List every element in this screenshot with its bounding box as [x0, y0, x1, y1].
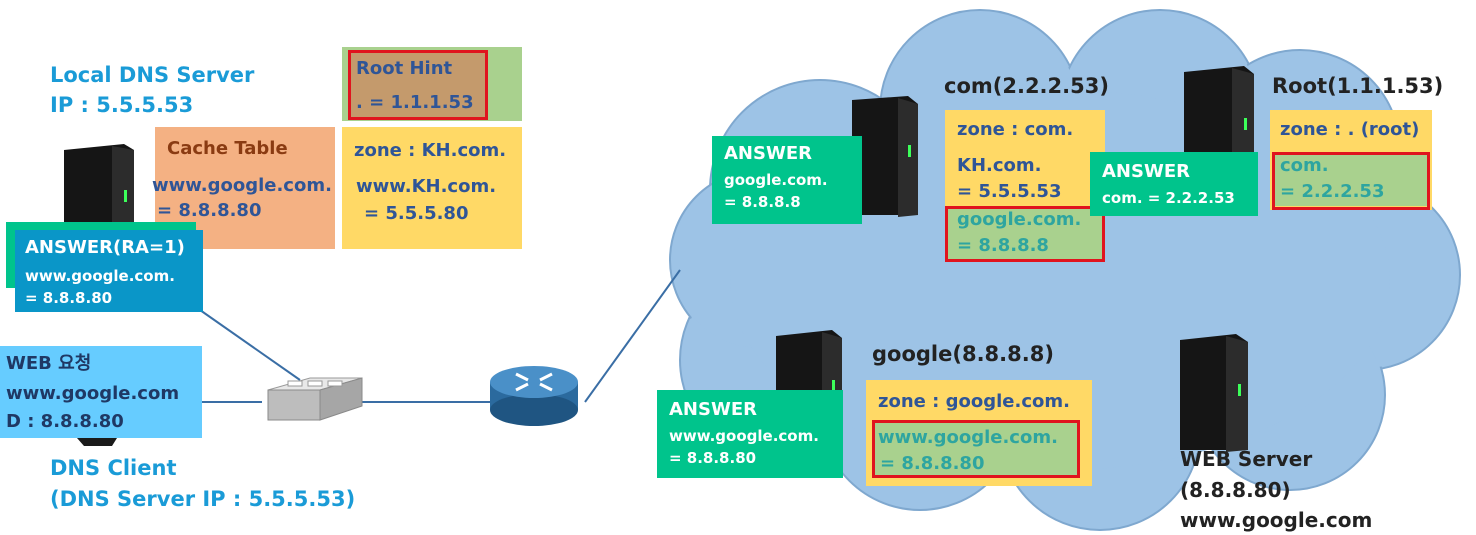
kh-zone-record-value: = 5.5.5.80	[364, 203, 469, 224]
root-record-name: com.	[1280, 155, 1329, 176]
root-hint-value: . = 1.1.1.53	[356, 92, 474, 113]
web-server-icon	[1180, 334, 1248, 452]
com-record-kh-value: = 5.5.5.53	[957, 181, 1062, 202]
root-answer-box: ANSWER com. = 2.2.2.53	[1090, 152, 1258, 216]
google-answer-value: = 8.8.8.80	[669, 449, 757, 467]
web-server-host: www.google.com	[1180, 508, 1373, 532]
com-answer-box: ANSWER google.com. = 8.8.8.8	[712, 136, 862, 224]
root-hint-panel: Root Hint . = 1.1.1.53	[342, 47, 522, 121]
com-record-red-frame	[945, 206, 1105, 262]
google-record-value: = 8.8.8.80	[880, 453, 985, 474]
google-zone-title: zone : google.com.	[878, 391, 1070, 412]
com-zone-title: zone : com.	[957, 119, 1074, 140]
root-record-highlight	[1274, 154, 1428, 206]
google-zone-panel: zone : google.com. www.google.com. = 8.8…	[866, 380, 1092, 486]
web-request-host: www.google.com	[6, 383, 180, 404]
cache-entry-name: www.google.com.	[152, 175, 332, 196]
com-record-google-name: google.com.	[957, 209, 1082, 230]
web-request-dest: D : 8.8.8.80	[6, 411, 124, 432]
web-server-title: WEB Server	[1180, 447, 1313, 471]
root-server-title: Root(1.1.1.53)	[1272, 74, 1444, 98]
com-answer-name: google.com.	[724, 171, 828, 189]
local-dns-answer-box: ANSWER(RA=1) www.google.com. = 8.8.8.80	[15, 230, 203, 312]
root-answer-title: ANSWER	[1102, 161, 1190, 182]
router-icon	[490, 366, 578, 426]
link-localdns-switch	[199, 309, 301, 381]
com-server-title: com(2.2.2.53)	[944, 74, 1109, 98]
web-server-ip: (8.8.8.80)	[1180, 478, 1291, 502]
web-request-box: WEB 요청 www.google.com D : 8.8.8.80	[0, 346, 202, 438]
com-record-kh-name: KH.com.	[957, 155, 1042, 176]
local-answer-name: www.google.com.	[25, 267, 175, 285]
com-answer-value: = 8.8.8.8	[724, 193, 801, 211]
kh-zone-record-name: www.KH.com.	[356, 176, 497, 197]
google-record-red-frame	[872, 420, 1080, 478]
local-dns-ip: IP : 5.5.5.53	[50, 93, 194, 117]
com-record-google-value: = 8.8.8.8	[957, 235, 1049, 256]
dns-client-title: DNS Client	[50, 456, 177, 480]
root-hint-red-frame	[348, 50, 488, 120]
com-server-icon	[852, 96, 918, 217]
com-record-google-highlight	[947, 206, 1102, 260]
google-record-name: www.google.com.	[878, 427, 1058, 448]
switch-icon	[267, 377, 363, 421]
google-server-title: google(8.8.8.8)	[872, 342, 1054, 366]
cache-table-title: Cache Table	[167, 138, 288, 159]
google-answer-box: ANSWER www.google.com. = 8.8.8.80	[657, 390, 843, 478]
root-zone-title: zone : . (root)	[1280, 119, 1420, 140]
web-request-title: WEB 요청	[6, 353, 92, 374]
com-zone-panel: zone : com. KH.com. = 5.5.5.53 google.co…	[945, 110, 1105, 262]
root-hint-highlight	[350, 51, 487, 119]
local-dns-title: Local DNS Server	[50, 63, 255, 87]
kh-zone-title: zone : KH.com.	[354, 140, 507, 161]
root-hint-title: Root Hint	[356, 58, 453, 79]
dns-client-subtitle: (DNS Server IP : 5.5.5.53)	[50, 487, 356, 511]
google-answer-name: www.google.com.	[669, 427, 819, 445]
root-zone-panel: zone : . (root) com. = 2.2.2.53	[1270, 110, 1432, 210]
cache-entry-value: = 8.8.8.80	[157, 200, 262, 221]
google-answer-title: ANSWER	[669, 399, 757, 420]
kh-zone-panel: zone : KH.com. www.KH.com. = 5.5.5.80	[342, 127, 522, 249]
com-answer-title: ANSWER	[724, 143, 812, 164]
google-record-highlight	[874, 422, 1078, 476]
root-record-value: = 2.2.2.53	[1280, 181, 1385, 202]
local-answer-value: = 8.8.8.80	[25, 289, 113, 307]
link-router-cloud	[584, 269, 681, 403]
root-record-red-frame	[1272, 152, 1430, 210]
root-answer-value: com. = 2.2.2.53	[1102, 189, 1235, 207]
local-answer-title: ANSWER(RA=1)	[25, 237, 185, 258]
